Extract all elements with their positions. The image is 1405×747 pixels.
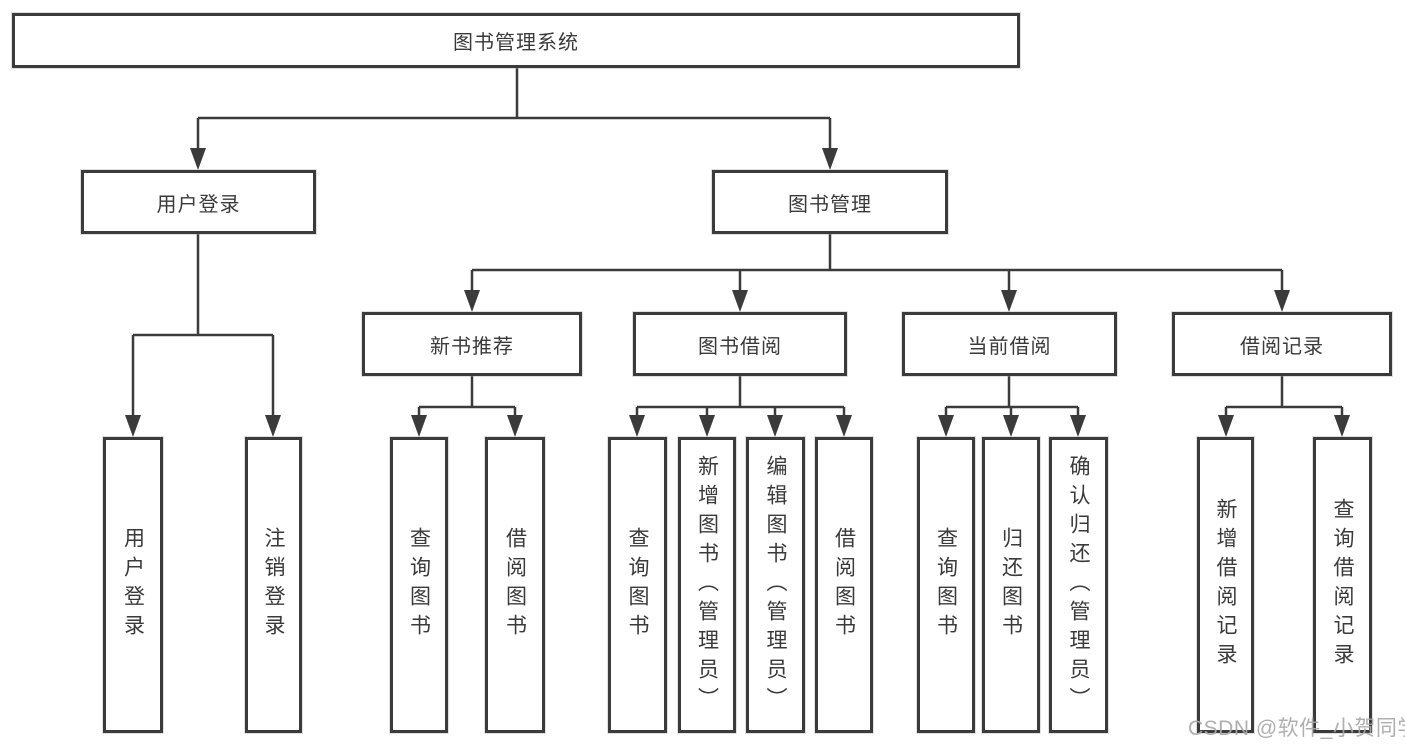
leaf-query-books-current: 查询图书 — [917, 437, 975, 733]
node-new-book-recommend: 新书推荐 — [362, 312, 582, 376]
node-borrow-records-label: 借阅记录 — [1240, 335, 1324, 358]
leaf-query-borrow-record: 查询借阅记录 — [1313, 437, 1372, 733]
leaf-return-book: 归还图书 — [982, 437, 1040, 733]
leaf-query-books-borrow: 查询图书 — [608, 437, 667, 733]
node-book-management: 图书管理 — [712, 170, 948, 234]
leaf-add-book-admin: 新增图书（管理员） — [678, 437, 736, 733]
node-current-borrow: 当前借阅 — [902, 312, 1117, 376]
leaf-confirm-return-admin: 确认归还（管理员） — [1049, 437, 1108, 733]
csdn-watermark: CSDN @软件_小贺同学 — [1188, 717, 1405, 740]
leaf-query-books-recommend: 查询图书 — [390, 437, 448, 733]
leaf-borrow-books: 借阅图书 — [815, 437, 873, 733]
node-user-login-label: 用户登录 — [156, 193, 241, 216]
node-current-borrow-label: 当前借阅 — [967, 335, 1052, 358]
leaf-user-login: 用户登录 — [103, 437, 163, 733]
node-new-book-recommend-label: 新书推荐 — [430, 335, 514, 358]
node-book-borrow: 图书借阅 — [633, 312, 847, 376]
node-system-root: 图书管理系统 — [12, 13, 1020, 68]
leaf-borrow-books-recommend: 借阅图书 — [485, 437, 545, 733]
node-book-borrow-label: 图书借阅 — [698, 335, 782, 358]
node-user-login: 用户登录 — [81, 170, 316, 234]
leaf-edit-book-admin: 编辑图书（管理员） — [746, 437, 805, 733]
node-book-management-label: 图书管理 — [788, 193, 872, 216]
leaf-add-borrow-record: 新增借阅记录 — [1197, 437, 1254, 733]
node-borrow-records: 借阅记录 — [1172, 312, 1392, 376]
node-system-root-label: 图书管理系统 — [453, 32, 579, 54]
leaf-logout: 注销登录 — [245, 437, 302, 733]
